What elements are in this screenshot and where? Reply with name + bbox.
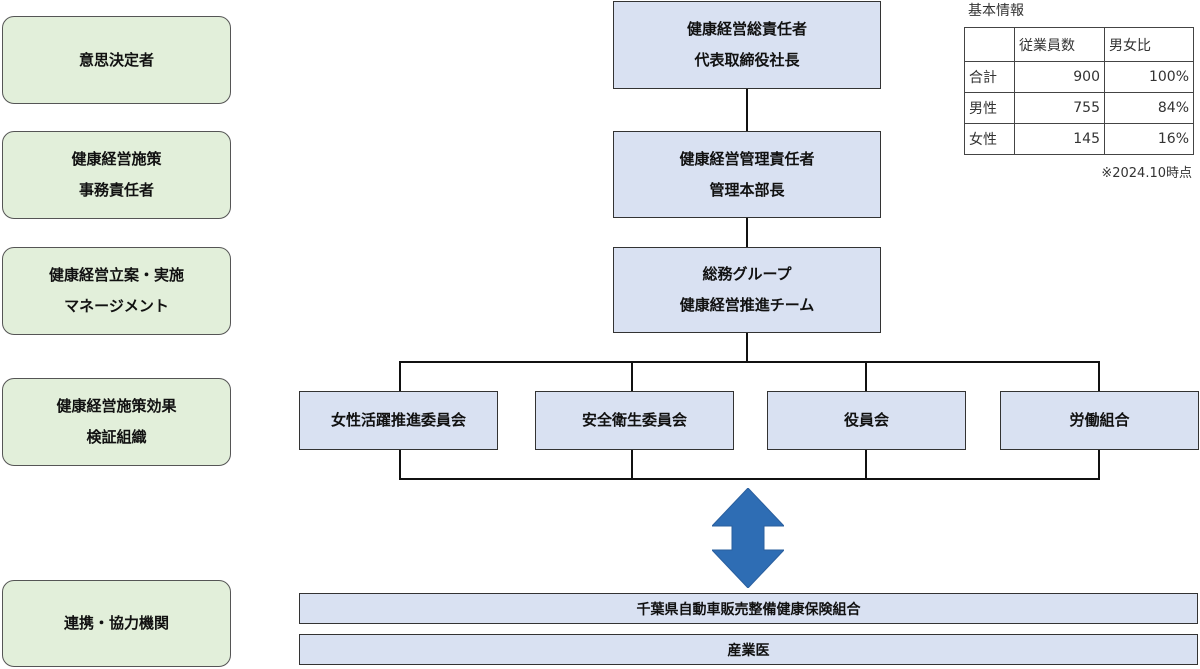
committee-box: 労働組合 <box>1000 391 1199 450</box>
table-cell: 145 <box>1014 123 1105 155</box>
table-cell: 84% <box>1104 92 1194 124</box>
org-box-label: 健康経営総責任者 <box>686 20 807 38</box>
connector-line <box>865 450 867 480</box>
connector-line <box>631 361 633 391</box>
table-row: 合計 900 100% <box>964 61 1194 93</box>
table-cell: 合計 <box>964 61 1015 93</box>
table-cell: 755 <box>1014 92 1105 124</box>
connector-line <box>746 218 748 247</box>
table-header-cell: 従業員数 <box>1014 27 1105 62</box>
partner-box-doctor: 産業医 <box>299 634 1198 665</box>
committee-label: 安全衛生委員会 <box>581 411 687 429</box>
connector-line <box>746 333 748 362</box>
committee-box: 安全衛生委員会 <box>535 391 734 450</box>
role-label: 健康経営施策効果 <box>56 397 177 415</box>
connector-line <box>746 89 748 131</box>
partner-label: 産業医 <box>727 642 770 659</box>
table-row: 女性 145 16% <box>964 123 1194 155</box>
role-planning-management: 健康経営立案・実施 マネージメント <box>2 247 231 335</box>
info-title: 基本情報 <box>968 3 1024 19</box>
org-box-label: 総務グループ <box>702 265 792 283</box>
committee-box: 女性活躍推進委員会 <box>299 391 498 450</box>
role-policy-officer: 健康経営施策 事務責任者 <box>2 131 231 219</box>
org-box-top: 健康経営総責任者 代表取締役社長 <box>613 1 881 89</box>
role-label: マネージメント <box>64 297 169 315</box>
connector-line <box>399 450 401 480</box>
org-box-label: 管理本部長 <box>709 180 785 199</box>
role-partner-orgs: 連携・協力機関 <box>2 580 231 667</box>
info-table: 従業員数 男女比 合計 900 100% 男性 755 84% 女性 145 1… <box>964 27 1194 155</box>
table-header-row: 従業員数 男女比 <box>964 27 1194 62</box>
role-verification-org: 健康経営施策効果 検証組織 <box>2 378 231 466</box>
double-arrow-icon <box>712 488 784 588</box>
org-box-team: 総務グループ 健康経営推進チーム <box>613 247 881 333</box>
bus-line-top <box>399 361 1100 363</box>
connector-line <box>865 361 867 391</box>
committee-label: 女性活躍推進委員会 <box>330 411 466 429</box>
role-label: 連携・協力機関 <box>63 614 169 632</box>
table-cell: 100% <box>1104 61 1194 93</box>
committee-label: 役員会 <box>843 411 889 429</box>
partner-label: 千葉県自動車販売整備健康保険組合 <box>636 601 861 618</box>
partner-box-insurance: 千葉県自動車販売整備健康保険組合 <box>299 593 1198 624</box>
connector-line <box>631 450 633 480</box>
committee-label: 労働組合 <box>1069 411 1130 429</box>
role-label: 健康経営施策 <box>71 150 162 168</box>
connector-line <box>1098 361 1100 391</box>
connector-line <box>1098 450 1100 480</box>
bus-line-bottom <box>399 478 1100 480</box>
table-row: 男性 755 84% <box>964 92 1194 124</box>
org-box-label: 健康経営推進チーム <box>679 296 815 314</box>
role-label: 健康経営立案・実施 <box>48 266 184 284</box>
table-cell: 男性 <box>964 92 1015 124</box>
table-header-cell: 男女比 <box>1104 27 1194 62</box>
info-note: ※2024.10時点 <box>1101 166 1192 181</box>
role-label: 意思決定者 <box>78 50 154 69</box>
connector-line <box>399 361 401 391</box>
role-label: 事務責任者 <box>78 181 154 199</box>
table-cell: 900 <box>1014 61 1105 93</box>
role-decision-maker: 意思決定者 <box>2 16 231 104</box>
org-box-label: 健康経営管理責任者 <box>679 149 815 168</box>
table-header-cell <box>964 27 1015 62</box>
role-label: 検証組織 <box>86 428 147 446</box>
org-box-label: 代表取締役社長 <box>694 51 800 69</box>
table-cell: 女性 <box>964 123 1015 155</box>
table-cell: 16% <box>1104 123 1194 155</box>
org-box-manager: 健康経営管理責任者 管理本部長 <box>613 131 881 218</box>
committee-box: 役員会 <box>767 391 966 450</box>
